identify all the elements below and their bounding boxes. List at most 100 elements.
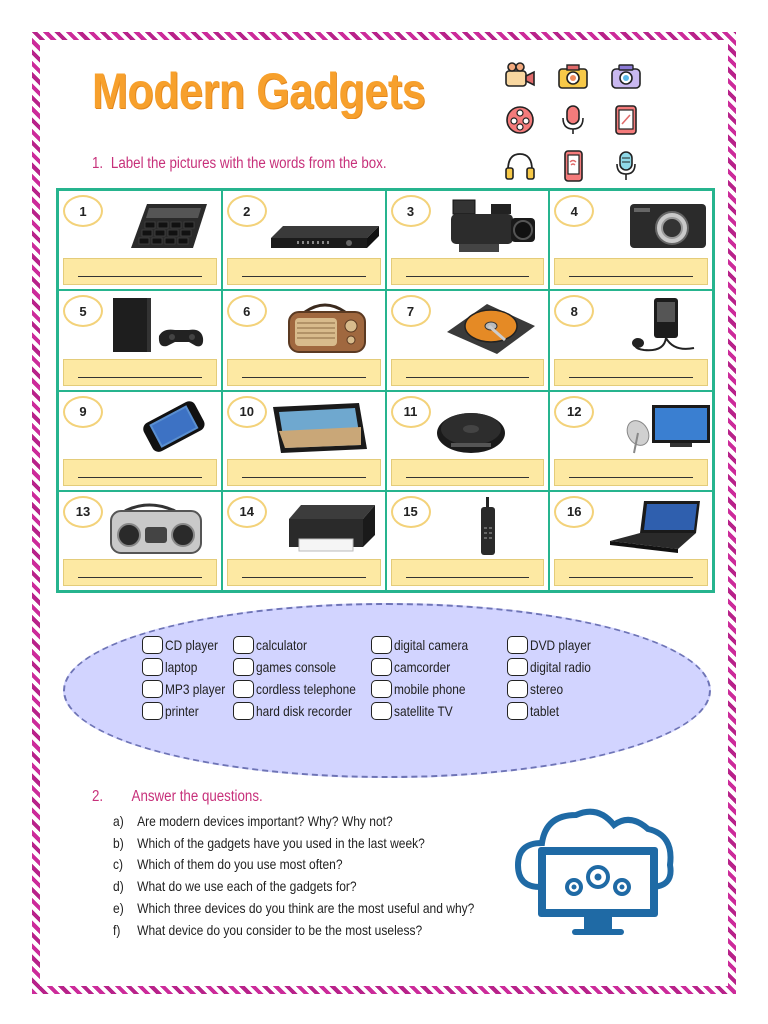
word-checkbox[interactable] — [507, 680, 528, 698]
film-reel-icon — [506, 106, 534, 134]
word-option[interactable]: stereo — [507, 680, 569, 698]
picture-number: 8 — [554, 295, 595, 328]
picture-number: 12 — [554, 395, 595, 428]
word-checkbox[interactable] — [142, 636, 163, 654]
answer-field-1[interactable] — [63, 258, 217, 286]
word-option[interactable]: MP3 player — [142, 680, 236, 698]
page-title: Modern Gadgets — [92, 63, 426, 119]
word-option[interactable]: mobile phone — [371, 680, 478, 698]
stereo-icon — [110, 503, 202, 554]
mp3-player-icon — [632, 298, 695, 352]
task2-instruction: 2. Answer the questions. — [92, 788, 263, 806]
word-option[interactable]: DVD player — [507, 636, 602, 654]
question-item: c)Which of them do you use most often? — [113, 856, 343, 873]
picture-cell-12: 12 — [549, 390, 713, 491]
task1-instruction: 1. Label the pictures with the words from… — [92, 155, 387, 173]
picture-number: 13 — [63, 495, 103, 528]
headphones-icon — [505, 153, 535, 180]
task2-number: 2. — [92, 788, 104, 805]
answer-field-11[interactable] — [390, 458, 545, 486]
question-item: b)Which of the gadgets have you used in … — [113, 834, 425, 851]
picture-number: 9 — [63, 395, 103, 428]
picture-cell-2: 2 — [221, 190, 386, 291]
mobile-phone-icon — [143, 400, 205, 452]
word-option[interactable]: games console — [233, 658, 350, 676]
picture-cell-6: 6 — [221, 290, 386, 391]
picture-cell-5: 5 — [58, 290, 222, 391]
cordless-telephone-icon — [480, 496, 495, 555]
word-option[interactable]: printer — [142, 702, 205, 720]
cd-player-icon — [436, 412, 505, 453]
picture-cell-11: 11 — [385, 390, 550, 491]
picture-number: 1 — [63, 195, 103, 227]
tablet-icon — [615, 105, 637, 135]
word-checkbox[interactable] — [233, 680, 254, 698]
games-console-icon — [113, 298, 204, 353]
answer-field-4[interactable] — [554, 258, 708, 286]
word-option[interactable]: satellite TV — [371, 702, 463, 720]
picture-number: 3 — [390, 195, 431, 227]
picture-cell-14: 14 — [221, 490, 386, 591]
picture-cell-1: 1 — [58, 190, 222, 291]
answer-field-2[interactable] — [226, 258, 381, 286]
answer-field-3[interactable] — [390, 258, 545, 286]
picture-number: 16 — [554, 495, 595, 528]
answer-field-14[interactable] — [226, 559, 381, 586]
answer-field-16[interactable] — [554, 559, 708, 586]
word-option[interactable]: CD player — [142, 636, 227, 654]
answer-field-15[interactable] — [390, 559, 545, 586]
video-camera-icon — [505, 62, 535, 87]
word-checkbox[interactable] — [233, 636, 254, 654]
word-option[interactable]: laptop — [142, 658, 203, 676]
cloud-computer-icon — [514, 808, 674, 935]
word-checkbox[interactable] — [507, 702, 528, 720]
answer-field-7[interactable] — [390, 358, 545, 386]
answer-field-9[interactable] — [63, 458, 217, 486]
word-checkbox[interactable] — [142, 680, 163, 698]
answer-field-10[interactable] — [226, 458, 381, 486]
answer-field-13[interactable] — [63, 559, 217, 586]
word-option[interactable]: hard disk recorder — [233, 702, 369, 720]
answer-field-6[interactable] — [226, 358, 381, 386]
word-option[interactable]: camcorder — [371, 658, 460, 676]
dvd-player-icon — [270, 226, 379, 248]
picture-number: 7 — [390, 295, 431, 328]
task1-text: Label the pictures with the words from t… — [110, 155, 387, 172]
word-option[interactable]: digital camera — [371, 636, 481, 654]
word-checkbox[interactable] — [371, 658, 392, 676]
picture-number: 5 — [63, 295, 103, 328]
picture-number: 15 — [390, 495, 431, 528]
picture-cell-3: 3 — [385, 190, 550, 291]
picture-grid: 1 2 3 — [56, 188, 715, 593]
word-checkbox[interactable] — [142, 658, 163, 676]
word-checkbox[interactable] — [507, 636, 528, 654]
word-checkbox[interactable] — [371, 702, 392, 720]
word-option[interactable]: cordless telephone — [233, 680, 374, 698]
picture-cell-4: 4 — [549, 190, 713, 291]
word-checkbox[interactable] — [507, 658, 528, 676]
picture-number: 10 — [226, 395, 267, 428]
hard-disk-icon — [446, 304, 535, 355]
smartphone-icon — [564, 150, 583, 182]
word-checkbox[interactable] — [142, 702, 163, 720]
tablet-icon — [272, 402, 367, 453]
word-checkbox[interactable] — [233, 658, 254, 676]
picture-number: 14 — [226, 495, 267, 528]
task1-number: 1. — [92, 155, 104, 172]
digital-camera-icon — [630, 204, 707, 248]
picture-number: 6 — [226, 295, 267, 328]
word-option[interactable]: tablet — [507, 702, 564, 720]
word-checkbox[interactable] — [371, 636, 392, 654]
question-item: f)What device do you consider to be the … — [113, 921, 423, 938]
satellite-tv-icon — [626, 404, 711, 453]
word-checkbox[interactable] — [371, 680, 392, 698]
header-icons — [503, 60, 643, 186]
word-checkbox[interactable] — [233, 702, 254, 720]
answer-field-5[interactable] — [63, 358, 217, 386]
answer-field-12[interactable] — [554, 458, 708, 486]
task2-text: Answer the questions. — [131, 788, 263, 805]
word-option[interactable]: digital radio — [507, 658, 602, 676]
answer-field-8[interactable] — [554, 358, 708, 386]
picture-number: 11 — [390, 395, 431, 428]
word-option[interactable]: calculator — [233, 636, 316, 654]
